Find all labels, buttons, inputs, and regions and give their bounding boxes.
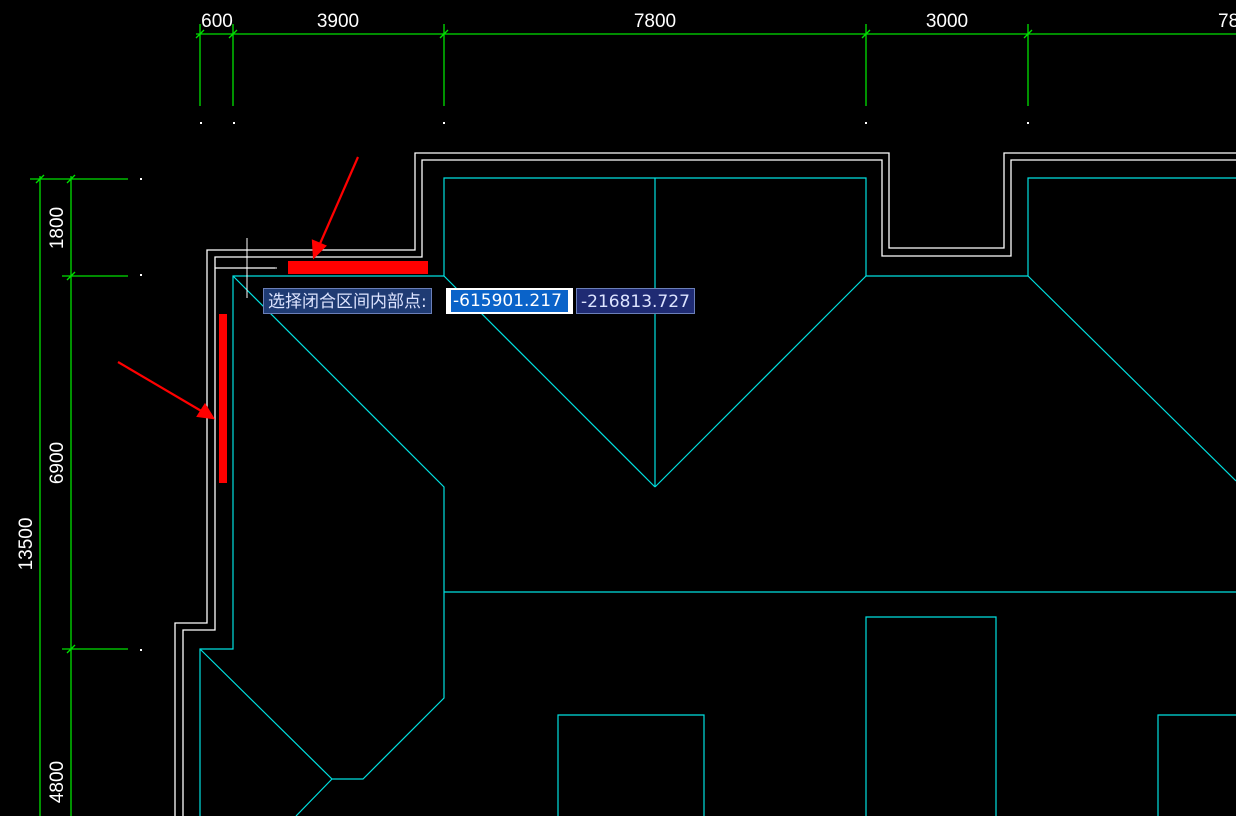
crosshair-cursor: [217, 238, 277, 298]
highlight-bar-vertical: [219, 314, 227, 483]
left-dim-13500: 13500: [16, 518, 37, 571]
command-prompt-label: 选择闭合区间内部点:: [263, 288, 432, 314]
highlight-bar-horizontal: [288, 261, 428, 274]
annotation-arrow-left: [117, 361, 204, 413]
top-dimension-chain: [195, 24, 1236, 106]
top-dim-78: 78: [1218, 11, 1236, 32]
top-dim-3900: 3900: [317, 11, 359, 32]
outer-walls: [174, 152, 1236, 816]
coordinate-x-value: -615901.217: [451, 290, 568, 312]
coordinate-x-input[interactable]: -615901.217: [446, 288, 573, 314]
red-annotations: [117, 156, 428, 483]
left-dimension-chain: [30, 174, 128, 816]
coordinate-y-input[interactable]: -216813.727: [576, 288, 695, 314]
top-dim-600: 600: [201, 11, 233, 32]
annotation-arrow-top: [317, 156, 360, 247]
top-dim-3000: 3000: [926, 11, 968, 32]
floor-outlines: [199, 177, 1236, 816]
top-dim-7800: 7800: [634, 11, 676, 32]
left-dim-4800: 4800: [47, 761, 68, 803]
left-dim-6900: 6900: [47, 442, 68, 484]
left-dim-1800: 1800: [47, 207, 68, 249]
